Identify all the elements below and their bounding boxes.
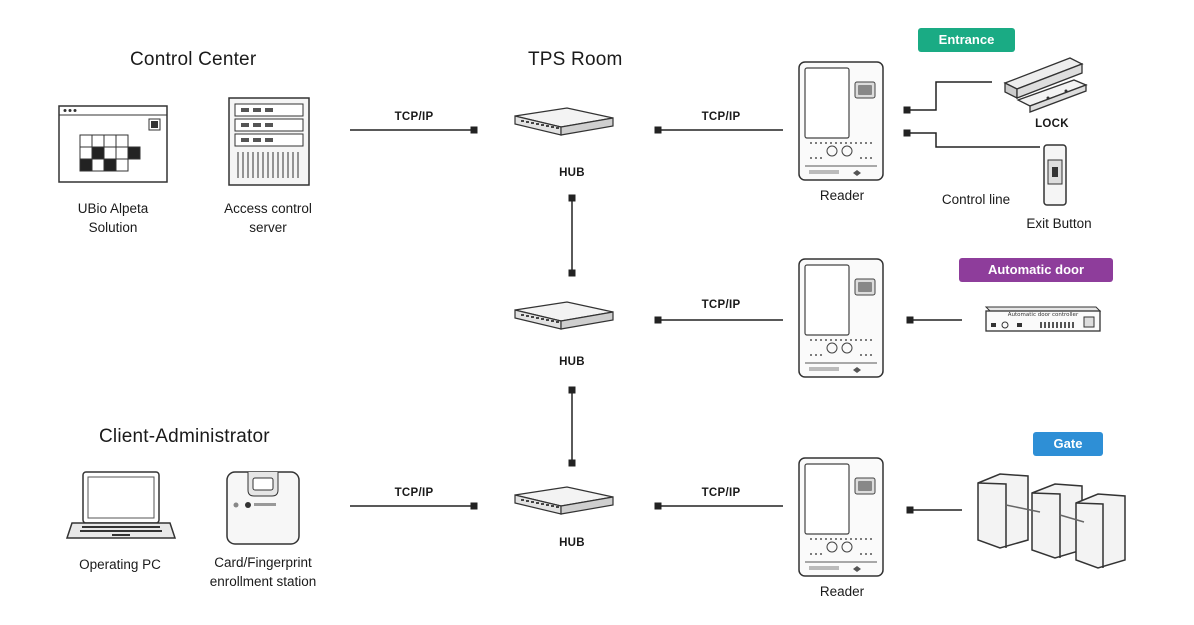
control-line-label: Control line [941, 192, 1011, 207]
entrance-badge: Entrance [918, 28, 1015, 52]
connection-lines [350, 81, 1040, 511]
gate-turnstile-icon [977, 473, 1126, 569]
tcpip-label-reader-top: TCP/IP [701, 111, 741, 123]
reader-top-label: Reader [819, 188, 865, 203]
hub-bottom-icon [514, 486, 614, 515]
server-rack-icon [228, 97, 310, 186]
door-controller-label: Automatic door controller [1008, 312, 1079, 318]
section-tps-room: TPS Room [528, 49, 623, 70]
reader-bottom-label: Reader [819, 584, 865, 599]
operating-pc-label: Operating PC [79, 557, 161, 572]
automatic-door-badge: Automatic door [959, 258, 1113, 282]
reader-bottom-icon [798, 457, 884, 577]
hub-top-icon [514, 107, 614, 136]
reader-top-icon [798, 61, 884, 181]
hub-top-label: HUB [559, 167, 585, 179]
ubio-solution-icon [58, 105, 168, 183]
magnetic-lock-icon [1003, 57, 1088, 113]
exit-button-label: Exit Button [1026, 216, 1092, 231]
hub-middle-label: HUB [559, 356, 585, 368]
hub-middle-icon [514, 301, 614, 330]
enrollment-station-icon [226, 471, 300, 545]
tcpip-label-client: TCP/IP [394, 487, 434, 499]
hub-bottom-label: HUB [559, 537, 585, 549]
section-control-center: Control Center [130, 49, 257, 70]
laptop-icon [65, 471, 177, 539]
reader-middle-icon [798, 258, 884, 378]
tcpip-label-reader-bottom: TCP/IP [701, 487, 741, 499]
exit-button-icon [1043, 144, 1067, 206]
tcpip-label-cc: TCP/IP [394, 111, 434, 123]
gate-badge: Gate [1033, 432, 1103, 456]
tcpip-label-reader-middle: TCP/IP [701, 299, 741, 311]
lock-label: LOCK [1035, 118, 1069, 130]
door-controller-icon [984, 306, 1102, 332]
section-client-administrator: Client-Administrator [99, 426, 270, 447]
